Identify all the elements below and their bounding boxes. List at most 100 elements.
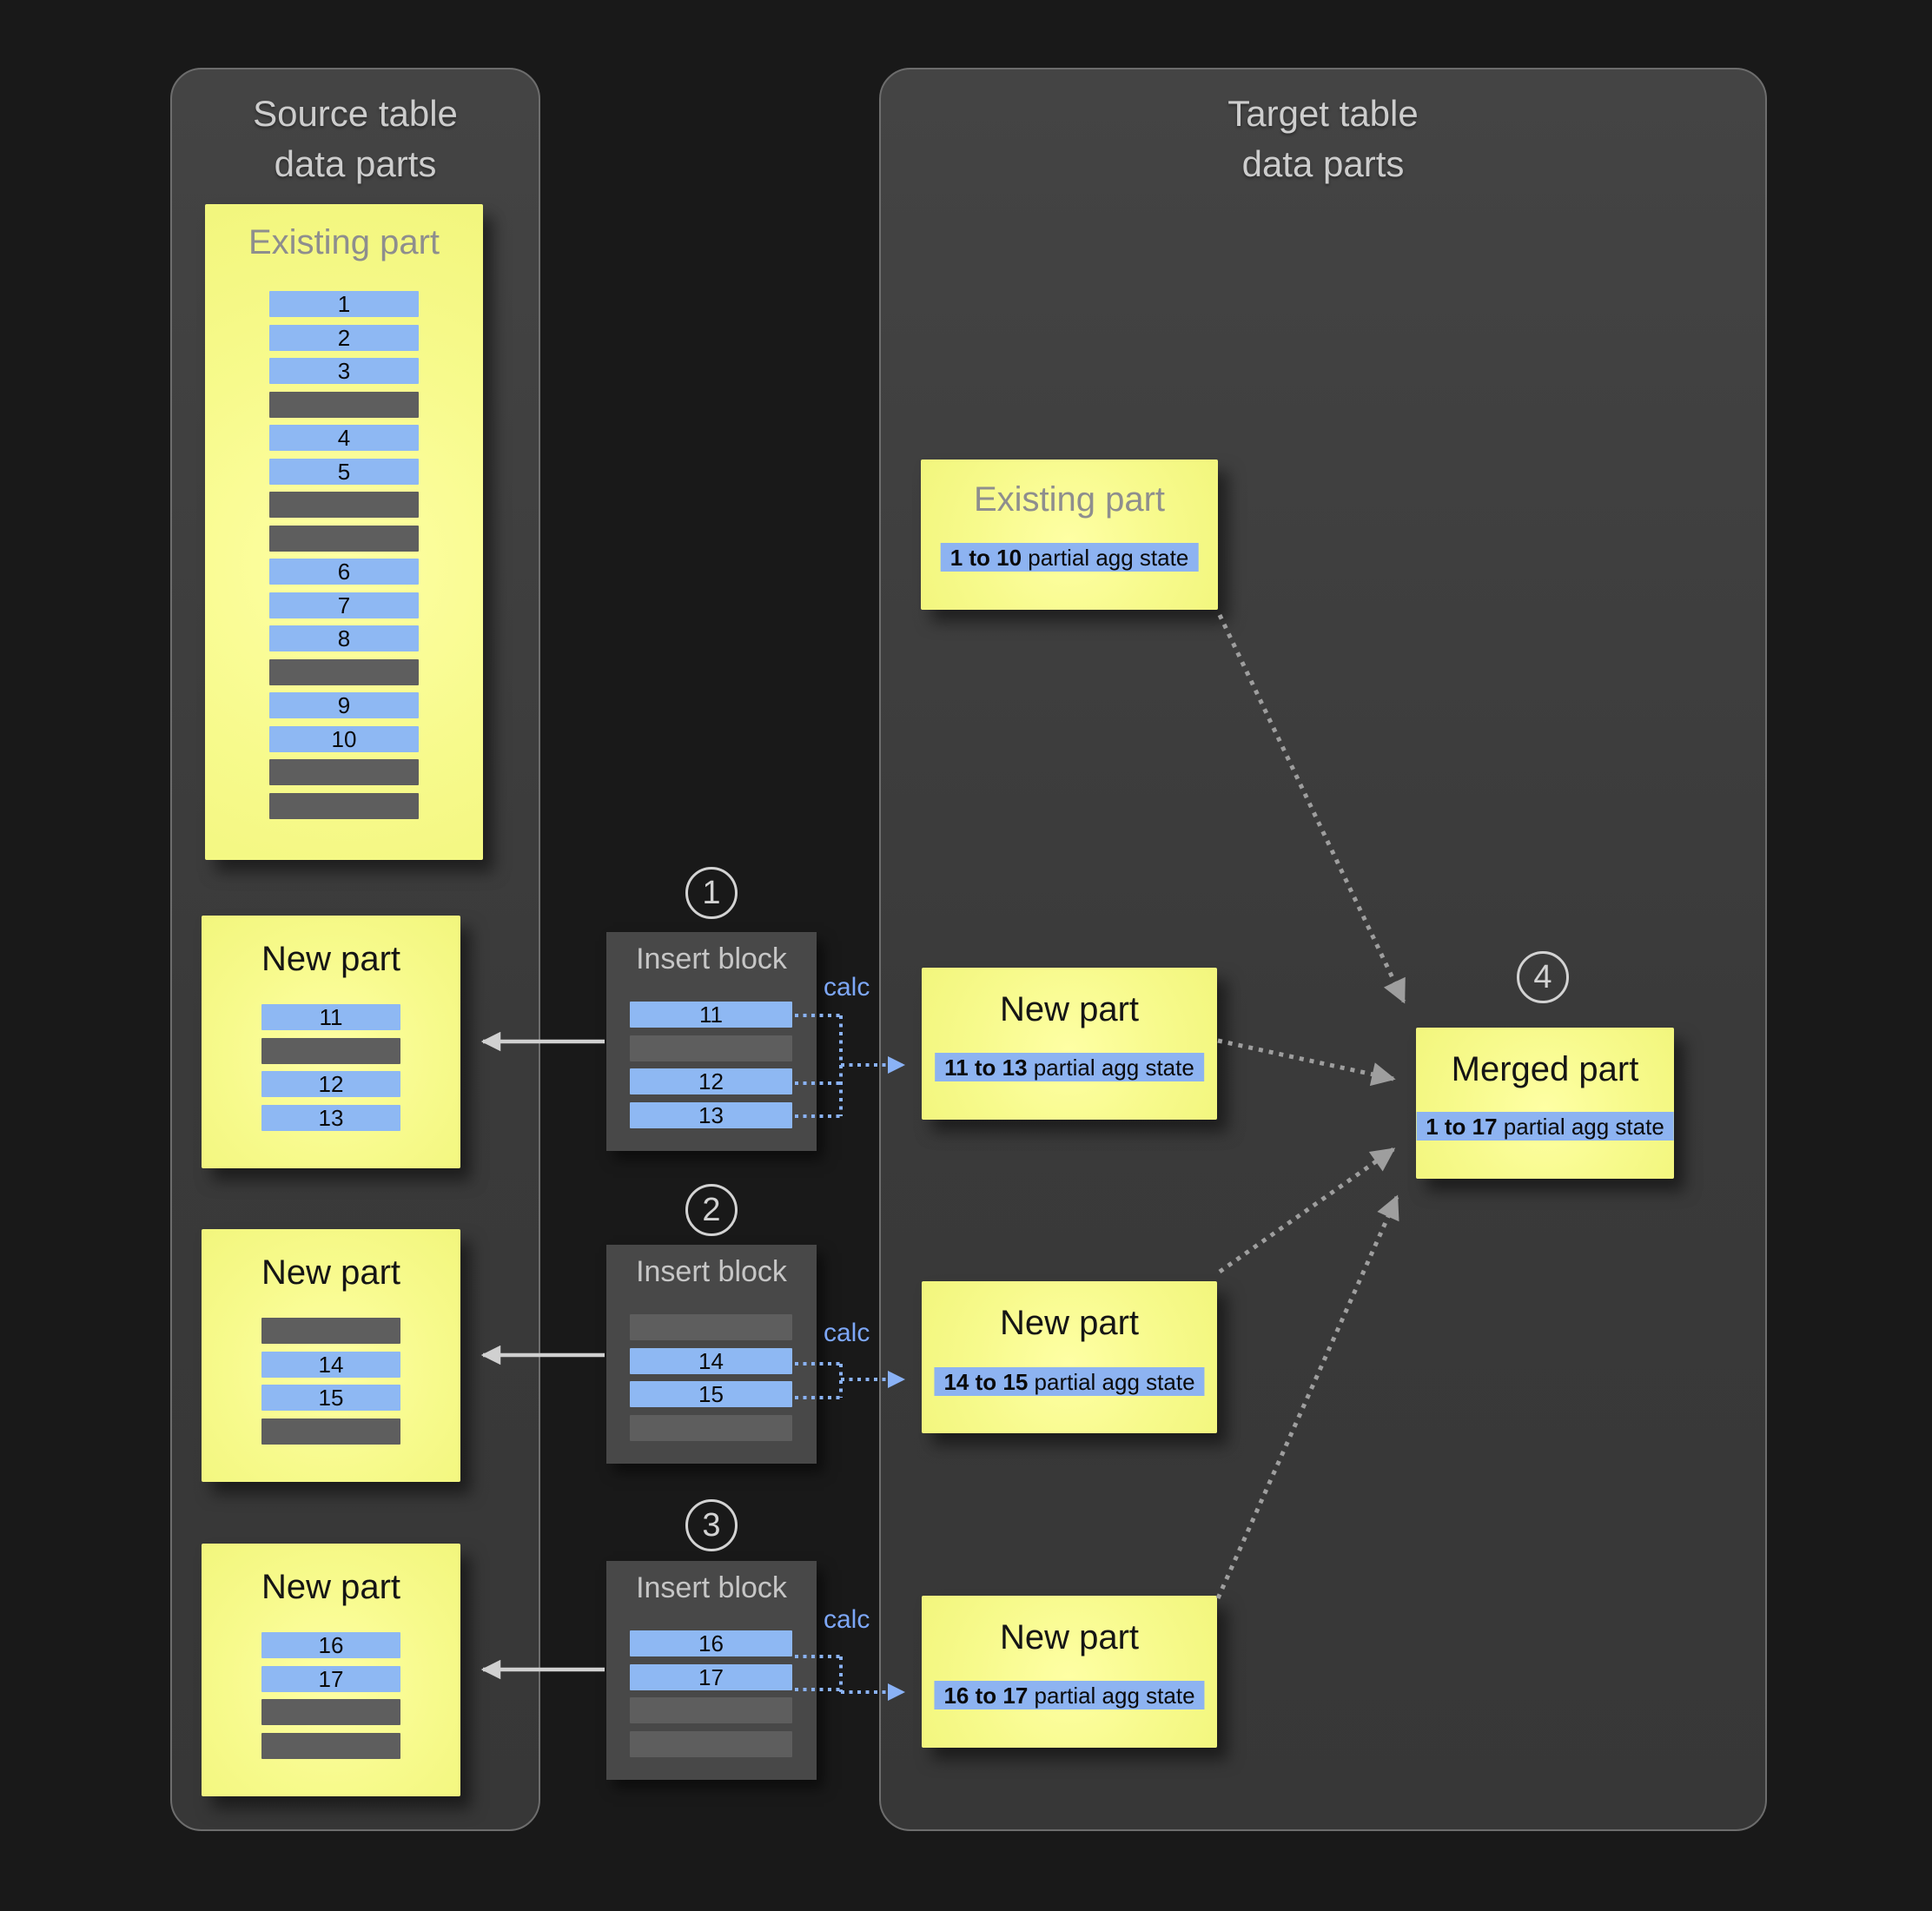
step-2-badge: 2 bbox=[685, 1184, 738, 1236]
empty-row bbox=[269, 792, 419, 819]
empty-row bbox=[269, 525, 419, 552]
data-row: 2 bbox=[269, 324, 419, 351]
data-row: 13 bbox=[261, 1104, 400, 1131]
target-panel-title-line1: Target table bbox=[1227, 93, 1419, 134]
empty-row bbox=[269, 391, 419, 418]
empty-row bbox=[630, 1314, 792, 1340]
data-row: 17 bbox=[261, 1665, 400, 1692]
agg-state-badge-1: 11 to 13 partial agg state bbox=[935, 1053, 1204, 1081]
target-new-part-box-3: New part 16 to 17 partial agg state bbox=[922, 1596, 1217, 1748]
data-row: 5 bbox=[269, 458, 419, 485]
empty-row bbox=[630, 1730, 792, 1757]
data-row: 16 bbox=[630, 1630, 792, 1656]
empty-row bbox=[630, 1414, 792, 1441]
insert-block-rows-1: 11 12 13 bbox=[630, 1002, 792, 1128]
data-row: 10 bbox=[269, 725, 419, 752]
target-table-panel: Target table data parts Existing part 1 t… bbox=[879, 68, 1767, 1831]
insert-block-title-1: Insert block bbox=[636, 942, 787, 975]
data-row: 7 bbox=[269, 592, 419, 618]
step-3-badge: 3 bbox=[685, 1499, 738, 1551]
data-row: 16 bbox=[261, 1632, 400, 1658]
calc-label-2: calc bbox=[824, 1319, 870, 1347]
source-new-part-title-3: New part bbox=[261, 1568, 401, 1606]
empty-row bbox=[261, 1699, 400, 1725]
source-new-part-rows-1: 11 12 13 bbox=[261, 1004, 400, 1131]
target-existing-part-title: Existing part bbox=[973, 480, 1166, 519]
step-1-badge: 1 bbox=[685, 867, 738, 919]
empty-row bbox=[269, 759, 419, 785]
data-row: 12 bbox=[261, 1071, 400, 1097]
target-new-part-box-1: New part 11 to 13 partial agg state bbox=[922, 968, 1217, 1120]
data-row: 13 bbox=[630, 1101, 792, 1128]
target-new-part-title-1: New part bbox=[999, 990, 1140, 1028]
agg-state-badge-merged: 1 to 17 partial agg state bbox=[1416, 1112, 1674, 1141]
agg-state-badge-3: 16 to 17 partial agg state bbox=[934, 1681, 1205, 1709]
target-panel-title: Target table data parts bbox=[881, 89, 1765, 189]
data-row: 17 bbox=[630, 1663, 792, 1690]
data-row: 12 bbox=[630, 1068, 792, 1094]
data-row: 3 bbox=[269, 358, 419, 384]
agg-label-2: partial agg state bbox=[1028, 1369, 1195, 1395]
source-existing-part-box: Existing part 1 2 3 4 5 6 7 8 9 10 bbox=[205, 204, 483, 860]
agg-label-merged: partial agg state bbox=[1497, 1114, 1664, 1140]
source-existing-part-rows: 1 2 3 4 5 6 7 8 9 10 bbox=[269, 291, 419, 819]
empty-row bbox=[269, 658, 419, 685]
empty-row bbox=[261, 1318, 400, 1344]
agg-range-2: 14 to 15 bbox=[943, 1369, 1029, 1395]
source-panel-title-line1: Source table bbox=[253, 93, 458, 134]
data-row: 4 bbox=[269, 425, 419, 451]
insert-block-title-3: Insert block bbox=[636, 1571, 787, 1604]
target-existing-part-box: Existing part 1 to 10 partial agg state bbox=[921, 460, 1218, 610]
calc-label-3: calc bbox=[824, 1605, 870, 1634]
agg-label-existing: partial agg state bbox=[1022, 545, 1189, 571]
insert-block-title-2: Insert block bbox=[636, 1255, 787, 1288]
empty-row bbox=[269, 492, 419, 518]
source-panel-title: Source table data parts bbox=[172, 89, 539, 189]
step-4-badge: 4 bbox=[1517, 951, 1569, 1003]
data-row: 14 bbox=[630, 1347, 792, 1374]
insert-block-1: Insert block 11 12 13 bbox=[606, 932, 817, 1151]
source-existing-part-title: Existing part bbox=[248, 223, 440, 261]
source-panel-title-line2: data parts bbox=[274, 142, 437, 184]
empty-row bbox=[261, 1732, 400, 1759]
empty-row bbox=[630, 1035, 792, 1061]
data-row: 1 bbox=[269, 291, 419, 317]
calc-label-1: calc bbox=[824, 973, 870, 1002]
empty-row bbox=[261, 1418, 400, 1445]
data-row: 6 bbox=[269, 559, 419, 585]
target-panel-title-line2: data parts bbox=[1241, 142, 1405, 184]
source-new-part-title-2: New part bbox=[261, 1253, 401, 1292]
data-row: 11 bbox=[630, 1002, 792, 1028]
source-new-part-box-1: New part 11 12 13 bbox=[202, 916, 460, 1168]
data-row: 8 bbox=[269, 625, 419, 651]
data-row: 9 bbox=[269, 692, 419, 718]
source-new-part-title-1: New part bbox=[261, 940, 401, 978]
agg-label-3: partial agg state bbox=[1028, 1683, 1195, 1709]
agg-range-merged: 1 to 17 bbox=[1426, 1114, 1498, 1140]
agg-range-existing: 1 to 10 bbox=[949, 545, 1022, 571]
merged-part-box: Merged part 1 to 17 partial agg state bbox=[1416, 1028, 1674, 1179]
data-row: 11 bbox=[261, 1004, 400, 1030]
merged-part-title: Merged part bbox=[1451, 1050, 1639, 1088]
agg-state-badge-2: 14 to 15 partial agg state bbox=[934, 1367, 1205, 1396]
target-new-part-box-2: New part 14 to 15 partial agg state bbox=[922, 1281, 1217, 1433]
target-new-part-title-2: New part bbox=[999, 1304, 1140, 1342]
data-row: 15 bbox=[630, 1381, 792, 1407]
agg-label-1: partial agg state bbox=[1027, 1055, 1194, 1081]
empty-row bbox=[261, 1037, 400, 1064]
target-new-part-title-3: New part bbox=[999, 1618, 1140, 1656]
agg-range-1: 11 to 13 bbox=[944, 1055, 1028, 1081]
data-row: 14 bbox=[261, 1351, 400, 1378]
empty-row bbox=[630, 1697, 792, 1723]
data-row: 15 bbox=[261, 1385, 400, 1411]
agg-state-badge-existing: 1 to 10 partial agg state bbox=[940, 543, 1199, 572]
